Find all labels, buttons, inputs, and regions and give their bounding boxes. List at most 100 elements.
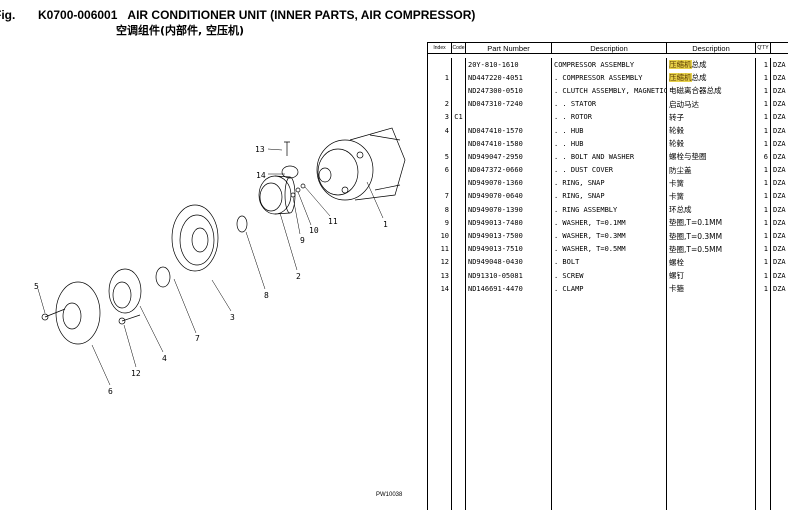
row-description-en: . . BOLT AND WASHER bbox=[551, 150, 667, 164]
row-description-en: . RING, SNAP bbox=[551, 176, 667, 190]
row-part-number[interactable]: ND949013-7510 bbox=[465, 242, 552, 256]
highlighted-term: 压缩机 bbox=[669, 73, 692, 83]
row-code bbox=[451, 137, 466, 151]
row-qty: 1 bbox=[755, 229, 771, 243]
row-part-number[interactable]: ND447220-4051 bbox=[465, 71, 552, 85]
row-description-en: . CLUTCH ASSEMBLY, MAGNETIC bbox=[551, 84, 667, 98]
row-part-number[interactable]: ND949013-7500 bbox=[465, 229, 552, 243]
row-description-cn: 螺栓与垫圈 bbox=[666, 150, 756, 164]
row-part-number[interactable]: ND949048-0430 bbox=[465, 255, 552, 269]
row-index: 13 bbox=[427, 269, 452, 283]
table-row[interactable]: ND247300-0510. CLUTCH ASSEMBLY, MAGNETIC… bbox=[427, 84, 788, 98]
row-part-number[interactable]: ND91310-05081 bbox=[465, 269, 552, 283]
row-remark: DZA bbox=[770, 282, 788, 296]
row-qty: 1 bbox=[755, 97, 771, 111]
row-part-number[interactable]: ND949070-1390 bbox=[465, 203, 552, 217]
row-description-en: . WASHER, T=0.5MM bbox=[551, 242, 667, 256]
row-part-number[interactable]: ND047410-1580 bbox=[465, 137, 552, 151]
row-remark: DZA bbox=[770, 97, 788, 111]
row-description-cn: 螺钉 bbox=[666, 269, 756, 283]
row-description-en: . BOLT bbox=[551, 255, 667, 269]
row-part-number[interactable]: ND949070-0640 bbox=[465, 189, 552, 204]
row-remark: DZA bbox=[770, 84, 788, 98]
row-part-number[interactable]: 20Y-810-1610 bbox=[465, 58, 552, 72]
row-remark: DZA bbox=[770, 137, 788, 151]
row-part-number[interactable]: ND949013-7480 bbox=[465, 216, 552, 230]
row-description-en: . COMPRESSOR ASSEMBLY bbox=[551, 71, 667, 85]
filler-row bbox=[427, 295, 788, 511]
highlighted-term: 压缩机 bbox=[669, 60, 692, 70]
row-part-number[interactable]: ND047372-0660 bbox=[465, 163, 552, 177]
row-part-number[interactable]: ND949070-1360 bbox=[465, 176, 552, 190]
row-description-cn: 轮毂 bbox=[666, 123, 756, 138]
col-qty: Q'TY bbox=[755, 42, 771, 54]
row-description-cn: 电磁离合器总成 bbox=[666, 84, 756, 98]
row-part-number[interactable] bbox=[465, 110, 552, 124]
row-code bbox=[451, 150, 466, 164]
row-part-number[interactable]: ND949047-2950 bbox=[465, 150, 552, 164]
row-description-cn: 卡箍 bbox=[666, 282, 756, 296]
stator bbox=[258, 175, 296, 215]
cn-text: 电磁离合器总成 bbox=[669, 86, 722, 96]
row-code bbox=[451, 255, 466, 269]
cn-text: 转子 bbox=[669, 112, 684, 122]
col-index: Index bbox=[427, 42, 452, 54]
row-description-cn: 转子 bbox=[666, 110, 756, 124]
row-index: 1 bbox=[427, 71, 452, 85]
row-code bbox=[451, 58, 466, 72]
row-description-en: . RING, SNAP bbox=[551, 189, 667, 204]
row-qty: 1 bbox=[755, 84, 771, 98]
row-remark: DZA bbox=[770, 110, 788, 124]
row-part-number[interactable]: ND047310-7240 bbox=[465, 97, 552, 111]
row-part-number[interactable]: ND047410-1570 bbox=[465, 123, 552, 138]
row-code: C1 bbox=[451, 110, 466, 124]
col-description-cn: Description bbox=[666, 42, 756, 54]
dust-cover bbox=[55, 281, 101, 345]
row-index: 8 bbox=[427, 203, 452, 217]
row-part-number[interactable]: ND247300-0510 bbox=[465, 84, 552, 98]
row-qty: 1 bbox=[755, 176, 771, 190]
row-code bbox=[451, 189, 466, 204]
callout-11: 11 bbox=[328, 217, 338, 226]
fig-label: Fig. bbox=[0, 8, 16, 22]
table-header: Index Code Part Number Description Descr… bbox=[427, 42, 788, 54]
row-part-number[interactable]: ND146691-4470 bbox=[465, 282, 552, 296]
callout-3: 3 bbox=[230, 313, 235, 322]
row-code bbox=[451, 123, 466, 138]
row-description-en: . . DUST COVER bbox=[551, 163, 667, 177]
row-description-cn: 卡簧 bbox=[666, 189, 756, 204]
row-index bbox=[427, 58, 452, 72]
cn-text: 垫圈,T=0.1MM bbox=[669, 218, 723, 228]
hub bbox=[108, 268, 142, 314]
ring-assembly bbox=[236, 215, 248, 233]
row-code bbox=[451, 97, 466, 111]
row-index: 12 bbox=[427, 255, 452, 269]
row-remark: DZA bbox=[770, 229, 788, 243]
callout-8: 8 bbox=[264, 291, 269, 300]
cn-text: 轮毂 bbox=[669, 126, 684, 136]
figure-title-en: AIR CONDITIONER UNIT (INNER PARTS, AIR C… bbox=[127, 8, 476, 22]
row-qty: 1 bbox=[755, 137, 771, 151]
row-description-cn: 垫圈,T=0.3MM bbox=[666, 229, 756, 243]
row-code bbox=[451, 282, 466, 296]
callout-6: 6 bbox=[108, 387, 113, 396]
row-description-cn: 卡簧 bbox=[666, 176, 756, 190]
row-qty: 1 bbox=[755, 255, 771, 269]
